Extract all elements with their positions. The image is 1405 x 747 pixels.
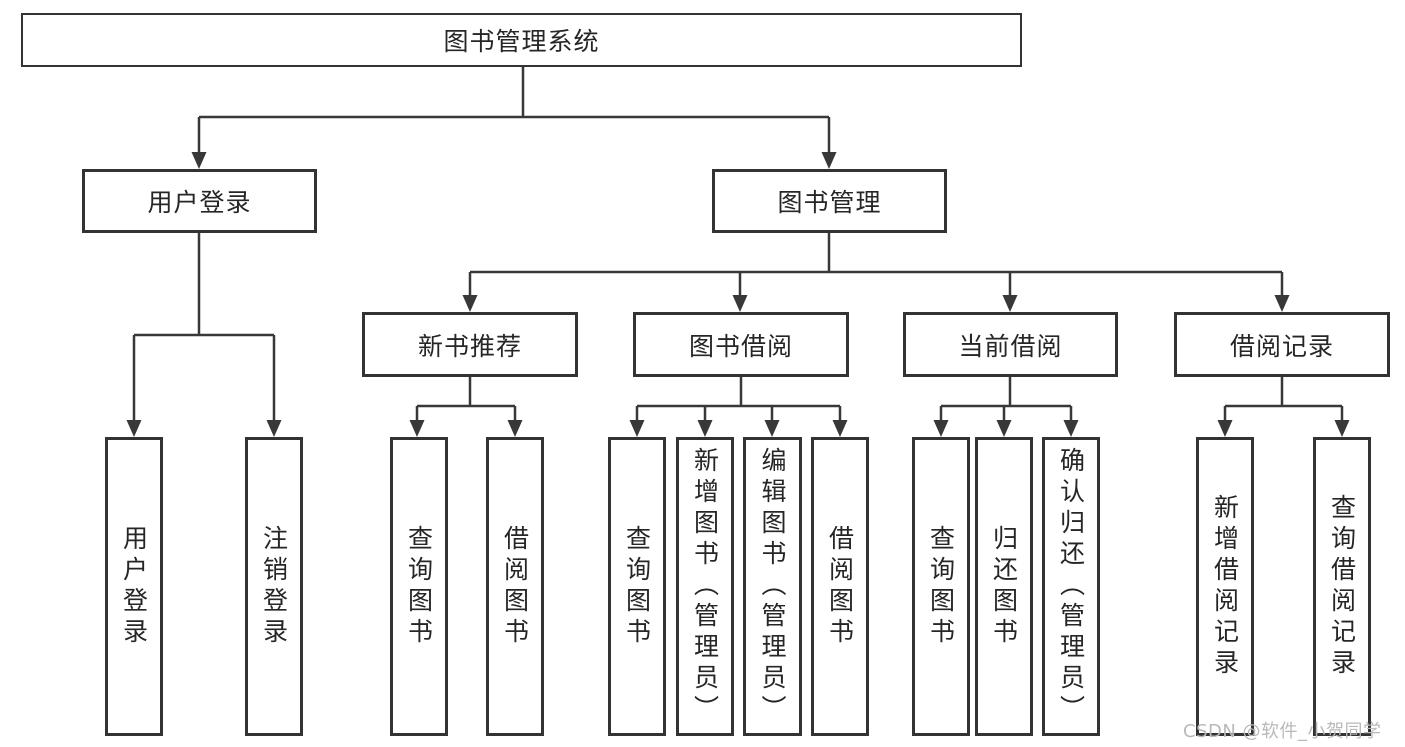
connector-records-to-leaves — [1223, 377, 1344, 424]
node-new-book-recommend: 新书推荐 — [362, 312, 578, 377]
node-leaf-user-login: 用户登录 — [105, 437, 163, 736]
node-leaf-borrow-books-2: 借阅图书 — [811, 437, 869, 736]
node-borrow-records: 借阅记录 — [1174, 312, 1390, 377]
node-leaf-edit-books-admin: 编辑图书（管理员） — [743, 437, 802, 736]
leaf-label: 编辑图书（管理员） — [758, 447, 787, 726]
node-leaf-query-borrow-record: 查询借阅记录 — [1313, 437, 1371, 736]
arrowhead-icon — [1334, 420, 1350, 437]
node-leaf-confirm-return-admin: 确认归还（管理员） — [1042, 437, 1100, 736]
arrowhead-icon — [629, 420, 645, 437]
leaf-label: 新增借阅记录 — [1210, 493, 1240, 680]
connector-current-to-leaves — [939, 377, 1073, 424]
arrowhead-icon — [996, 420, 1012, 437]
arrowhead-icon — [266, 420, 282, 437]
node-library-system: 图书管理系统 — [21, 13, 1022, 67]
node-leaf-query-books-1: 查询图书 — [390, 437, 448, 736]
node-current-borrowing: 当前借阅 — [903, 312, 1118, 377]
connector-path-group — [132, 67, 1344, 424]
arrowhead-icon — [409, 420, 425, 437]
arrowhead-icon — [1063, 420, 1079, 437]
leaf-label: 查询图书 — [926, 524, 956, 649]
connector-newbook-to-leaves — [415, 377, 517, 424]
leaf-label: 用户登录 — [119, 524, 149, 649]
arrowhead-icon — [462, 295, 478, 312]
arrowhead-icon — [191, 152, 207, 169]
leaf-label: 新增图书（管理员） — [690, 447, 720, 726]
node-book-borrowing: 图书借阅 — [633, 312, 849, 377]
arrowhead-icon — [507, 420, 523, 437]
node-leaf-borrow-books-1: 借阅图书 — [486, 437, 544, 736]
arrowhead-icon — [1274, 295, 1290, 312]
arrowhead-icon — [126, 420, 142, 437]
connector-bookmgmt-to-level2 — [468, 233, 1284, 299]
connector-borrowing-to-leaves — [635, 377, 842, 424]
arrowhead-icons — [126, 152, 1350, 437]
leaf-label: 借阅图书 — [825, 524, 855, 649]
node-leaf-query-books-3: 查询图书 — [912, 437, 970, 736]
node-book-management: 图书管理 — [712, 169, 947, 233]
connector-userlogin-to-leaves — [132, 233, 276, 424]
node-user-login: 用户登录 — [82, 169, 317, 233]
arrowhead-icon — [1217, 420, 1233, 437]
node-leaf-query-books-2: 查询图书 — [608, 437, 666, 736]
arrowhead-icon — [832, 420, 848, 437]
leaf-label: 确认归还（管理员） — [1056, 447, 1086, 726]
node-leaf-add-borrow-record: 新增借阅记录 — [1196, 437, 1254, 736]
watermark: CSDN @软件_小贺同学 — [1183, 721, 1382, 742]
arrowhead-icon — [697, 420, 713, 437]
leaf-label: 借阅图书 — [500, 524, 530, 649]
node-leaf-logout: 注销登录 — [245, 437, 303, 736]
leaf-label: 查询图书 — [404, 524, 434, 649]
arrowhead-icon — [764, 420, 780, 437]
node-leaf-add-books-admin: 新增图书（管理员） — [676, 437, 734, 736]
arrowhead-icon — [1002, 295, 1018, 312]
node-leaf-return-books: 归还图书 — [975, 437, 1033, 736]
leaf-label: 注销登录 — [259, 524, 289, 649]
leaf-label: 查询借阅记录 — [1327, 493, 1357, 680]
arrowhead-icon — [732, 295, 748, 312]
leaf-label: 查询图书 — [622, 524, 652, 649]
connector-root-to-level1 — [197, 67, 831, 156]
arrowhead-icon — [821, 152, 837, 169]
leaf-label: 归还图书 — [989, 524, 1019, 649]
arrowhead-icon — [933, 420, 949, 437]
